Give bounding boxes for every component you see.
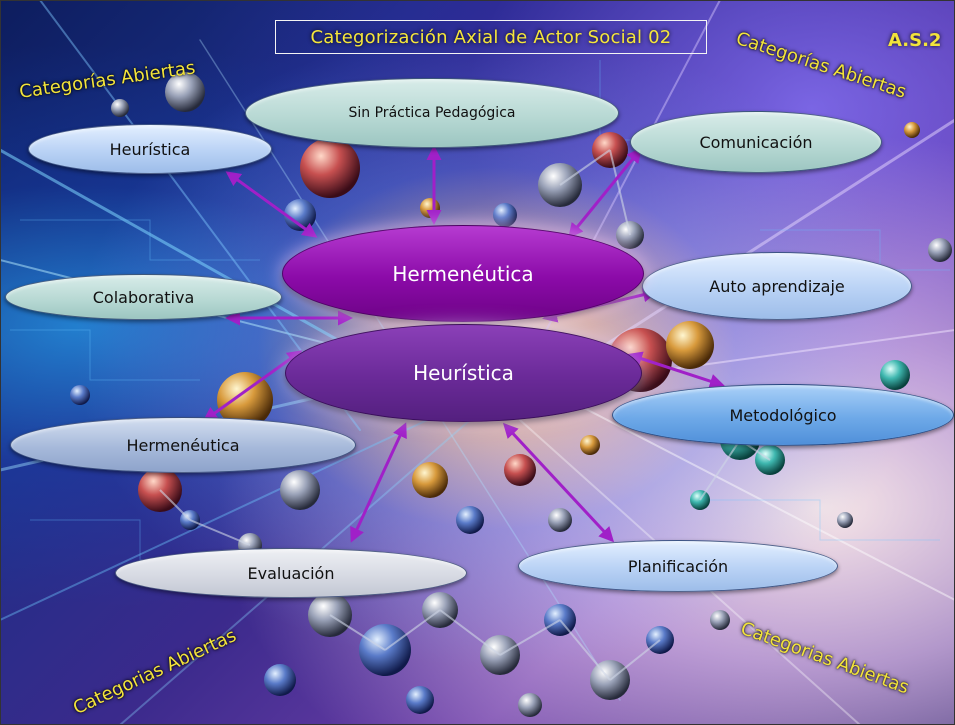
arrow-planificacion — [502, 422, 615, 543]
node-comunicacion: Comunicación — [630, 111, 882, 173]
node-sin-practica-label: Sin Práctica Pedagógica — [348, 105, 516, 121]
arrow-heuristica — [225, 171, 318, 238]
diagram-title-text: Categorización Axial de Actor Social 02 — [310, 26, 672, 48]
core-node-hermeneutica: Hermenéutica — [282, 225, 644, 322]
node-planificacion-label: Planificación — [627, 556, 729, 576]
node-hermeneutica: Hermenéutica — [10, 417, 356, 473]
core-node-heuristica-label: Heurística — [413, 361, 514, 385]
node-heuristica-label: Heurística — [109, 139, 191, 159]
arrow-metodologico — [627, 351, 725, 389]
core-node-hermeneutica-label: Hermenéutica — [392, 261, 534, 286]
node-heuristica: Heurística — [28, 124, 272, 174]
actor-tag: A.S.2 — [888, 30, 942, 51]
core-node-heuristica: Heurística — [285, 324, 642, 422]
node-evaluacion-label: Evaluación — [247, 563, 335, 583]
node-colaborativa-label: Colaborativa — [92, 287, 195, 307]
arrow-evaluacion — [350, 422, 407, 543]
node-colaborativa: Colaborativa — [5, 274, 282, 320]
node-evaluacion: Evaluación — [115, 548, 467, 598]
arrow-comunicacion — [568, 147, 642, 239]
arrow-hermeneutica — [202, 350, 303, 422]
node-sin-practica-pedagogica: Sin Práctica Pedagógica — [245, 78, 619, 148]
node-hermeneutica-label: Hermenéutica — [126, 435, 240, 455]
node-comunicacion-label: Comunicación — [699, 132, 813, 152]
node-planificacion: Planificación — [518, 540, 838, 592]
node-metodologico-label: Metodológico — [729, 405, 837, 425]
node-metodologico: Metodológico — [612, 384, 954, 446]
diagram-title: Categorización Axial de Actor Social 02 — [275, 20, 707, 54]
node-auto-aprendizaje-label: Auto aprendizaje — [709, 276, 845, 296]
node-auto-aprendizaje: Auto aprendizaje — [642, 252, 912, 320]
